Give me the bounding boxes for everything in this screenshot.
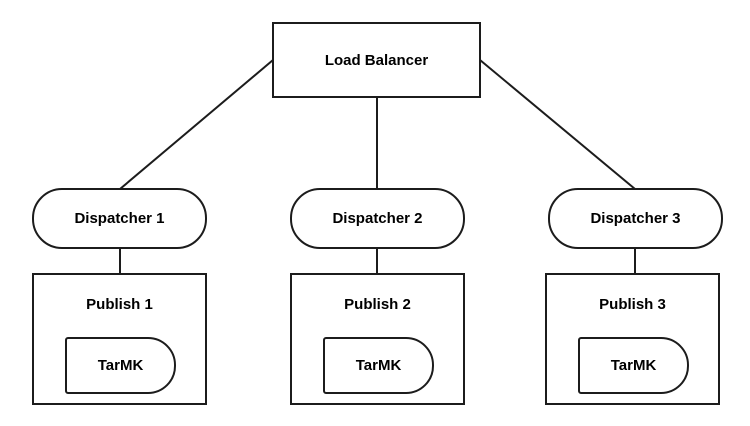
tarmk-2-node: TarMK: [323, 337, 434, 394]
connector-loadbalancer-dispatcher3: [479, 59, 636, 190]
dispatcher-1-node: Dispatcher 1: [32, 188, 207, 249]
publish-2-label: Publish 2: [344, 296, 411, 313]
load-balancer-node: Load Balancer: [272, 22, 481, 98]
publish-2-node: Publish 2 TarMK: [290, 273, 465, 405]
publish-1-label: Publish 1: [86, 296, 153, 313]
load-balancer-label: Load Balancer: [324, 51, 429, 69]
dispatcher-2-label: Dispatcher 2: [332, 210, 423, 227]
tarmk-2-label: TarMK: [355, 357, 402, 374]
dispatcher-2-node: Dispatcher 2: [290, 188, 465, 249]
tarmk-1-label: TarMK: [97, 357, 144, 374]
publish-3-node: Publish 3 TarMK: [545, 273, 720, 405]
dispatcher-1-label: Dispatcher 1: [74, 210, 165, 227]
dispatcher-3-node: Dispatcher 3: [548, 188, 723, 249]
tarmk-3-node: TarMK: [578, 337, 689, 394]
publish-3-label: Publish 3: [599, 296, 666, 313]
publish-1-node: Publish 1 TarMK: [32, 273, 207, 405]
tarmk-1-node: TarMK: [65, 337, 176, 394]
connector-loadbalancer-dispatcher1: [119, 59, 274, 190]
tarmk-3-label: TarMK: [610, 357, 657, 374]
dispatcher-3-label: Dispatcher 3: [590, 210, 681, 227]
